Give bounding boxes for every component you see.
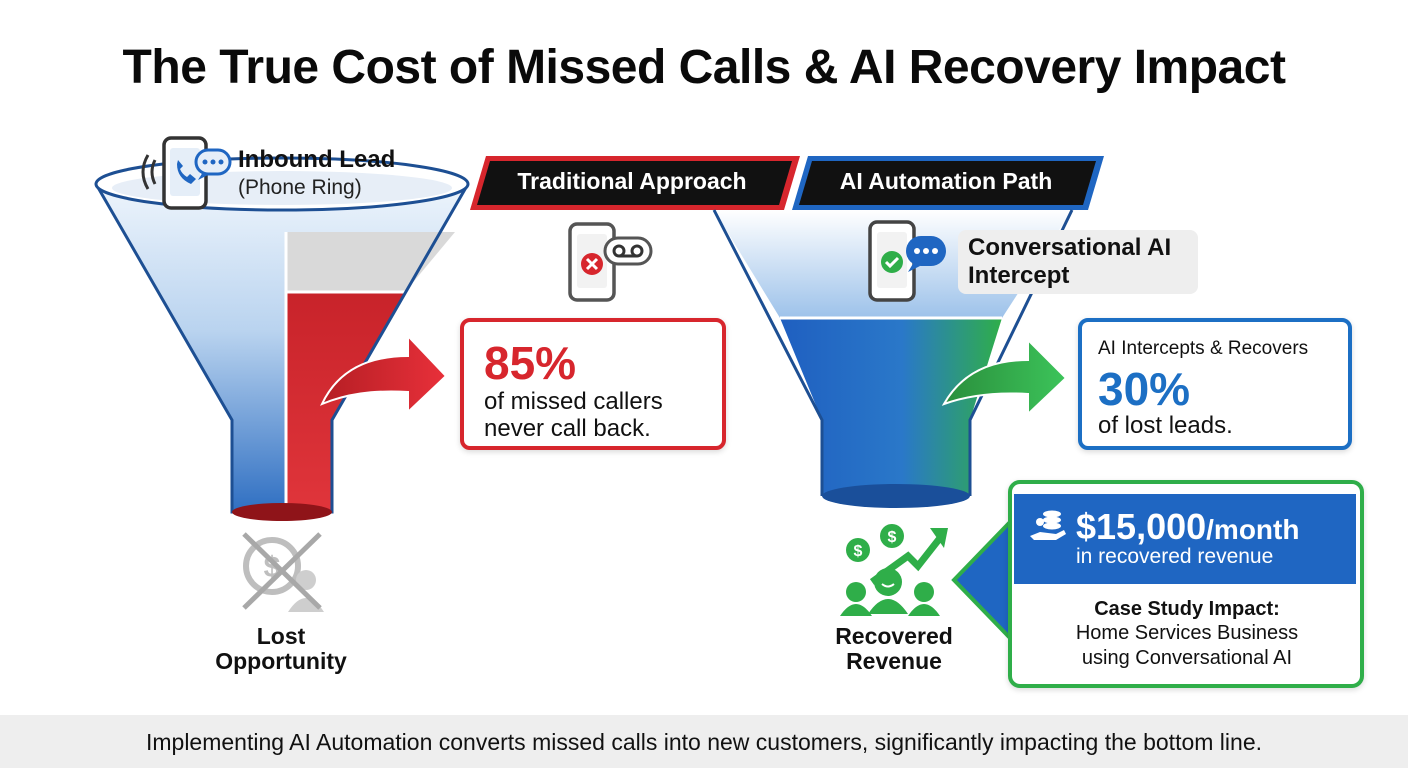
case-study-line-2: using Conversational AI: [1081, 647, 1293, 669]
lost-opportunity-label: Lost Opportunity: [196, 624, 366, 674]
red-arrow-icon: [319, 333, 448, 415]
revenue-subtitle: in recovered revenue: [1076, 545, 1274, 568]
ai-intercept-line-1: Conversational AI: [968, 234, 1172, 261]
case-study-title: Case Study Impact:: [1094, 598, 1280, 620]
missed-callers-line-2: never call back.: [484, 415, 651, 442]
callout-arrow-icon: [951, 515, 1014, 645]
missed-callers-stat-box: 85% of missed callers never call back.: [460, 318, 726, 450]
inbound-lead-title: Inbound Lead: [238, 146, 396, 173]
svg-text:$: $: [854, 543, 863, 560]
ai-recovery-percent: 30%: [1098, 363, 1191, 415]
missed-callers-line-1: of missed callers: [484, 388, 663, 415]
phone-ai-chat-icon: [868, 220, 946, 302]
revenue-band: [1014, 494, 1356, 584]
lost-label-line-1: Lost: [256, 623, 306, 649]
ai-intercept-text: Conversational AI Intercept: [968, 234, 1171, 290]
recovered-revenue-label: Recovered Revenue: [812, 624, 976, 674]
traditional-ribbon: [470, 156, 800, 210]
ai-recovery-top: AI Intercepts & Recovers: [1098, 338, 1309, 359]
footer-text: Implementing AI Automation converts miss…: [145, 729, 1263, 755]
svg-text:$: $: [888, 529, 897, 546]
ai-ribbon-label: AI Automation Path: [839, 168, 1053, 194]
recovered-label-line-1: Recovered: [835, 623, 953, 649]
missed-callers-percent: 85%: [484, 337, 577, 389]
ai-ribbon: [792, 156, 1104, 210]
revenue-amount-unit: /month: [1206, 514, 1300, 545]
phone-voicemail-icon: [568, 222, 653, 302]
ai-intercept-line-2: Intercept: [968, 262, 1070, 289]
ai-recovery-stat-box: AI Intercepts & Recovers 30% of lost lea…: [1078, 318, 1352, 450]
recovered-revenue-icon: $ $: [840, 524, 948, 616]
revenue-amount-value: $15,000: [1076, 506, 1207, 547]
revenue-amount: $15,000/month: [1076, 506, 1299, 548]
missed-callers-text: of missed callers never call back.: [484, 388, 724, 442]
page-title: The True Cost of Missed Calls & AI Recov…: [122, 41, 1286, 94]
hand-coins-icon: [1030, 510, 1066, 540]
lost-label-line-2: Opportunity: [215, 648, 347, 674]
footer-banner: Implementing AI Automation converts miss…: [0, 715, 1408, 768]
ai-recovery-bottom: of lost leads.: [1098, 412, 1233, 439]
lost-opportunity-icon: $: [242, 532, 324, 612]
green-arrow-icon: [941, 337, 1068, 417]
case-study-line-1: Home Services Business: [1075, 622, 1299, 644]
traditional-ribbon-label: Traditional Approach: [517, 168, 747, 194]
phone-chat-icon: [141, 136, 232, 210]
recovered-label-line-2: Revenue: [846, 648, 942, 674]
inbound-lead-subtitle: (Phone Ring): [238, 176, 362, 199]
ai-intercept-callout: Conversational AI Intercept: [958, 230, 1198, 294]
